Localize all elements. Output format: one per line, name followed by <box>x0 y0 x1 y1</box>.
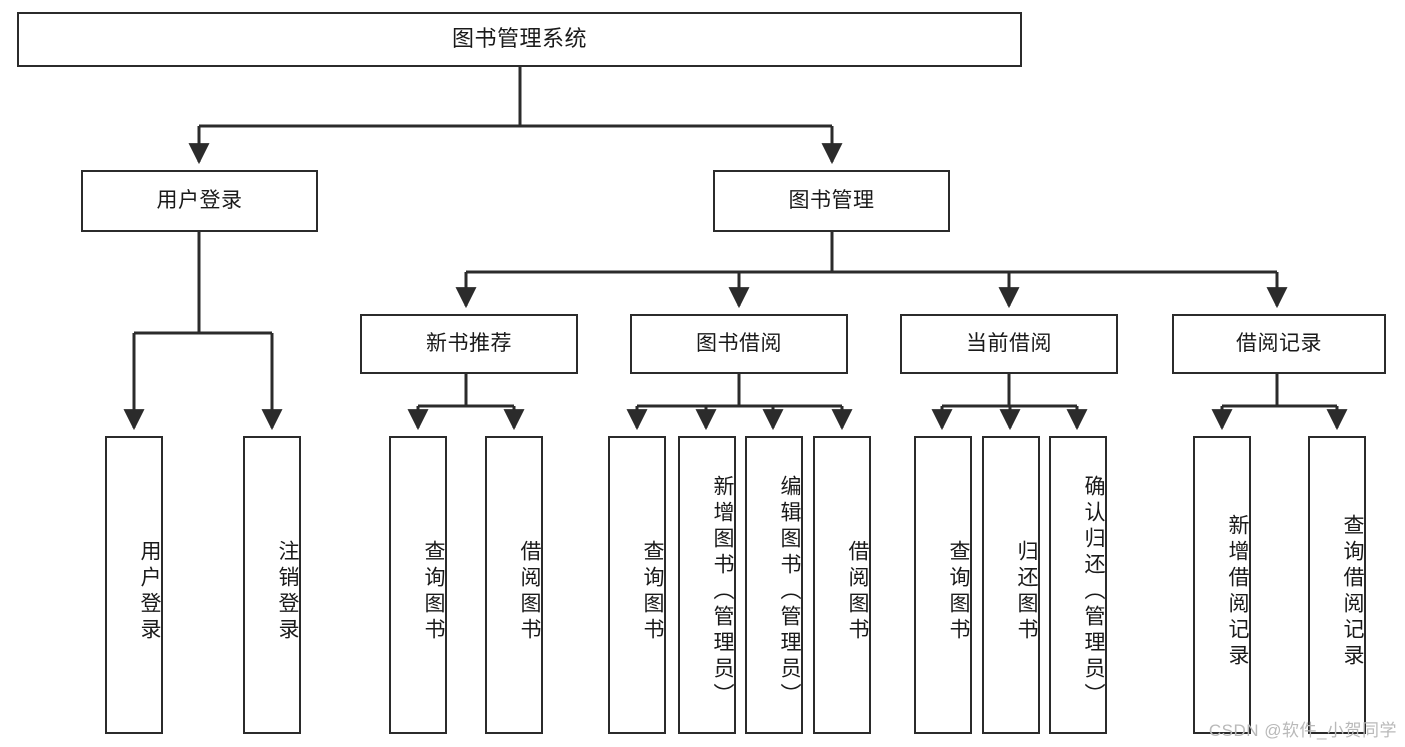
node-current-borrow[interactable]: 当前借阅 <box>900 314 1118 374</box>
leaf-return-book-label: 归还图书 <box>1015 540 1038 644</box>
leaf-logout-label: 注销登录 <box>276 540 299 644</box>
leaf-query-borrow-record-label: 查询借阅记录 <box>1341 514 1364 670</box>
leaf-add-borrow-record[interactable]: 新增借阅记录 <box>1193 436 1251 734</box>
leaf-add-book-admin-label: 新增图书（管理员） <box>711 475 734 709</box>
leaf-logout[interactable]: 注销登录 <box>243 436 301 734</box>
leaf-query-book-current[interactable]: 查询图书 <box>914 436 972 734</box>
node-user-login[interactable]: 用户登录 <box>81 170 318 232</box>
leaf-edit-book-admin[interactable]: 编辑图书（管理员） <box>745 436 803 734</box>
leaf-query-book-newbook[interactable]: 查询图书 <box>389 436 447 734</box>
leaf-query-book-newbook-label: 查询图书 <box>422 540 445 644</box>
node-book-borrow-label: 图书借阅 <box>696 332 782 356</box>
leaf-confirm-return-admin-label: 确认归还（管理员） <box>1082 475 1105 709</box>
leaf-borrow-book-label: 借阅图书 <box>846 540 869 644</box>
leaf-query-book-borrow[interactable]: 查询图书 <box>608 436 666 734</box>
node-root[interactable]: 图书管理系统 <box>17 12 1022 67</box>
leaf-add-borrow-record-label: 新增借阅记录 <box>1226 514 1249 670</box>
leaf-query-borrow-record[interactable]: 查询借阅记录 <box>1308 436 1366 734</box>
node-new-book-recommend[interactable]: 新书推荐 <box>360 314 578 374</box>
node-new-book-recommend-label: 新书推荐 <box>426 332 512 356</box>
node-current-borrow-label: 当前借阅 <box>966 332 1052 356</box>
leaf-add-book-admin[interactable]: 新增图书（管理员） <box>678 436 736 734</box>
leaf-borrow-book-newbook[interactable]: 借阅图书 <box>485 436 543 734</box>
leaf-user-login-label: 用户登录 <box>138 540 161 644</box>
node-root-label: 图书管理系统 <box>451 26 587 52</box>
leaf-edit-book-admin-label: 编辑图书（管理员） <box>778 475 801 709</box>
leaf-confirm-return-admin[interactable]: 确认归还（管理员） <box>1049 436 1107 734</box>
node-book-management-label: 图书管理 <box>788 189 875 213</box>
leaf-borrow-book-newbook-label: 借阅图书 <box>518 540 541 644</box>
node-borrow-record-label: 借阅记录 <box>1236 332 1322 356</box>
node-book-management[interactable]: 图书管理 <box>713 170 950 232</box>
leaf-return-book[interactable]: 归还图书 <box>982 436 1040 734</box>
leaf-user-login[interactable]: 用户登录 <box>105 436 163 734</box>
node-borrow-record[interactable]: 借阅记录 <box>1172 314 1386 374</box>
leaf-borrow-book[interactable]: 借阅图书 <box>813 436 871 734</box>
node-book-borrow[interactable]: 图书借阅 <box>630 314 848 374</box>
node-user-login-label: 用户登录 <box>156 189 243 213</box>
leaf-query-book-current-label: 查询图书 <box>947 540 970 644</box>
leaf-query-book-borrow-label: 查询图书 <box>641 540 664 644</box>
